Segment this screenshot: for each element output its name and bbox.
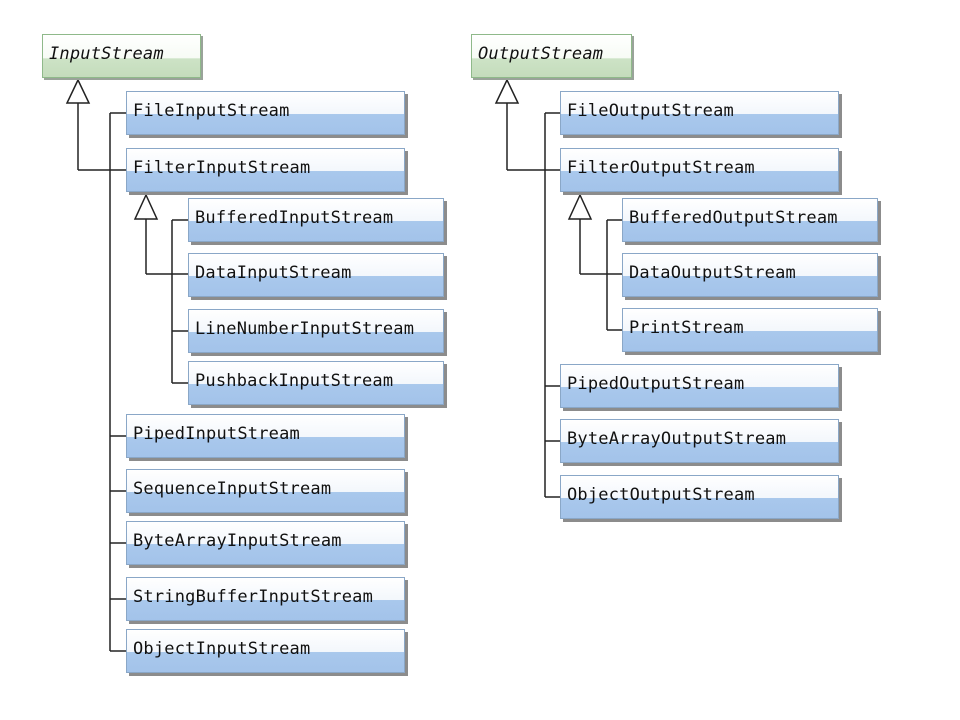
class-name: DataInputStream <box>195 263 352 283</box>
input-arrowheads <box>65 78 159 220</box>
class-name: FilterInputStream <box>133 158 311 178</box>
class-name: PipedOutputStream <box>567 374 745 394</box>
class-name: BufferedOutputStream <box>629 208 838 228</box>
class-name: InputStream <box>49 44 164 64</box>
class-name: ByteArrayInputStream <box>133 531 342 551</box>
sequenceinputstream-class-box: SequenceInputStream <box>126 469 405 513</box>
bufferedoutputstream-class-box: BufferedOutputStream <box>622 198 878 242</box>
outputstream-class-box: OutputStream <box>471 34 632 78</box>
fileinputstream-class-box: FileInputStream <box>126 91 405 135</box>
inputstream-class-box: InputStream <box>42 34 201 78</box>
datainputstream-class-box: DataInputStream <box>188 253 444 297</box>
class-name: ByteArrayOutputStream <box>567 429 787 449</box>
class-name: OutputStream <box>478 44 604 64</box>
class-name: BufferedInputStream <box>195 208 394 228</box>
input-connectors <box>77 103 188 652</box>
output-connectors <box>506 103 622 498</box>
class-name: PipedInputStream <box>133 424 300 444</box>
stringbufferinputstream-class-box: StringBufferInputStream <box>126 577 405 621</box>
dataoutputstream-class-box: DataOutputStream <box>622 253 878 297</box>
fileoutputstream-class-box: FileOutputStream <box>560 91 839 135</box>
class-name: PrintStream <box>629 318 744 338</box>
objectoutputstream-class-box: ObjectOutputStream <box>560 475 839 519</box>
objectinputstream-class-box: ObjectInputStream <box>126 629 405 673</box>
linenumberinputstream-class-box: LineNumberInputStream <box>188 309 444 353</box>
bytearrayoutputstream-class-box: ByteArrayOutputStream <box>560 419 839 463</box>
filteroutputstream-class-box: FilterOutputStream <box>560 148 839 192</box>
pushbackinputstream-class-box: PushbackInputStream <box>188 361 444 405</box>
pipedinputstream-class-box: PipedInputStream <box>126 414 405 458</box>
class-name: FileOutputStream <box>567 101 734 121</box>
pipedoutputstream-class-box: PipedOutputStream <box>560 364 839 408</box>
class-name: SequenceInputStream <box>133 479 332 499</box>
class-name: StringBufferInputStream <box>133 587 374 607</box>
class-name: DataOutputStream <box>629 263 796 283</box>
class-name: FilterOutputStream <box>567 158 755 178</box>
bufferedinputstream-class-box: BufferedInputStream <box>188 198 444 242</box>
printstream-class-box: PrintStream <box>622 308 878 352</box>
class-name: FileInputStream <box>133 101 290 121</box>
class-name: ObjectOutputStream <box>567 485 755 505</box>
class-name: LineNumberInputStream <box>195 319 415 339</box>
class-name: PushbackInputStream <box>195 371 394 391</box>
filterinputstream-class-box: FilterInputStream <box>126 148 405 192</box>
class-name: ObjectInputStream <box>133 639 311 659</box>
output-arrowheads <box>494 78 593 220</box>
bytearrayinputstream-class-box: ByteArrayInputStream <box>126 521 405 565</box>
